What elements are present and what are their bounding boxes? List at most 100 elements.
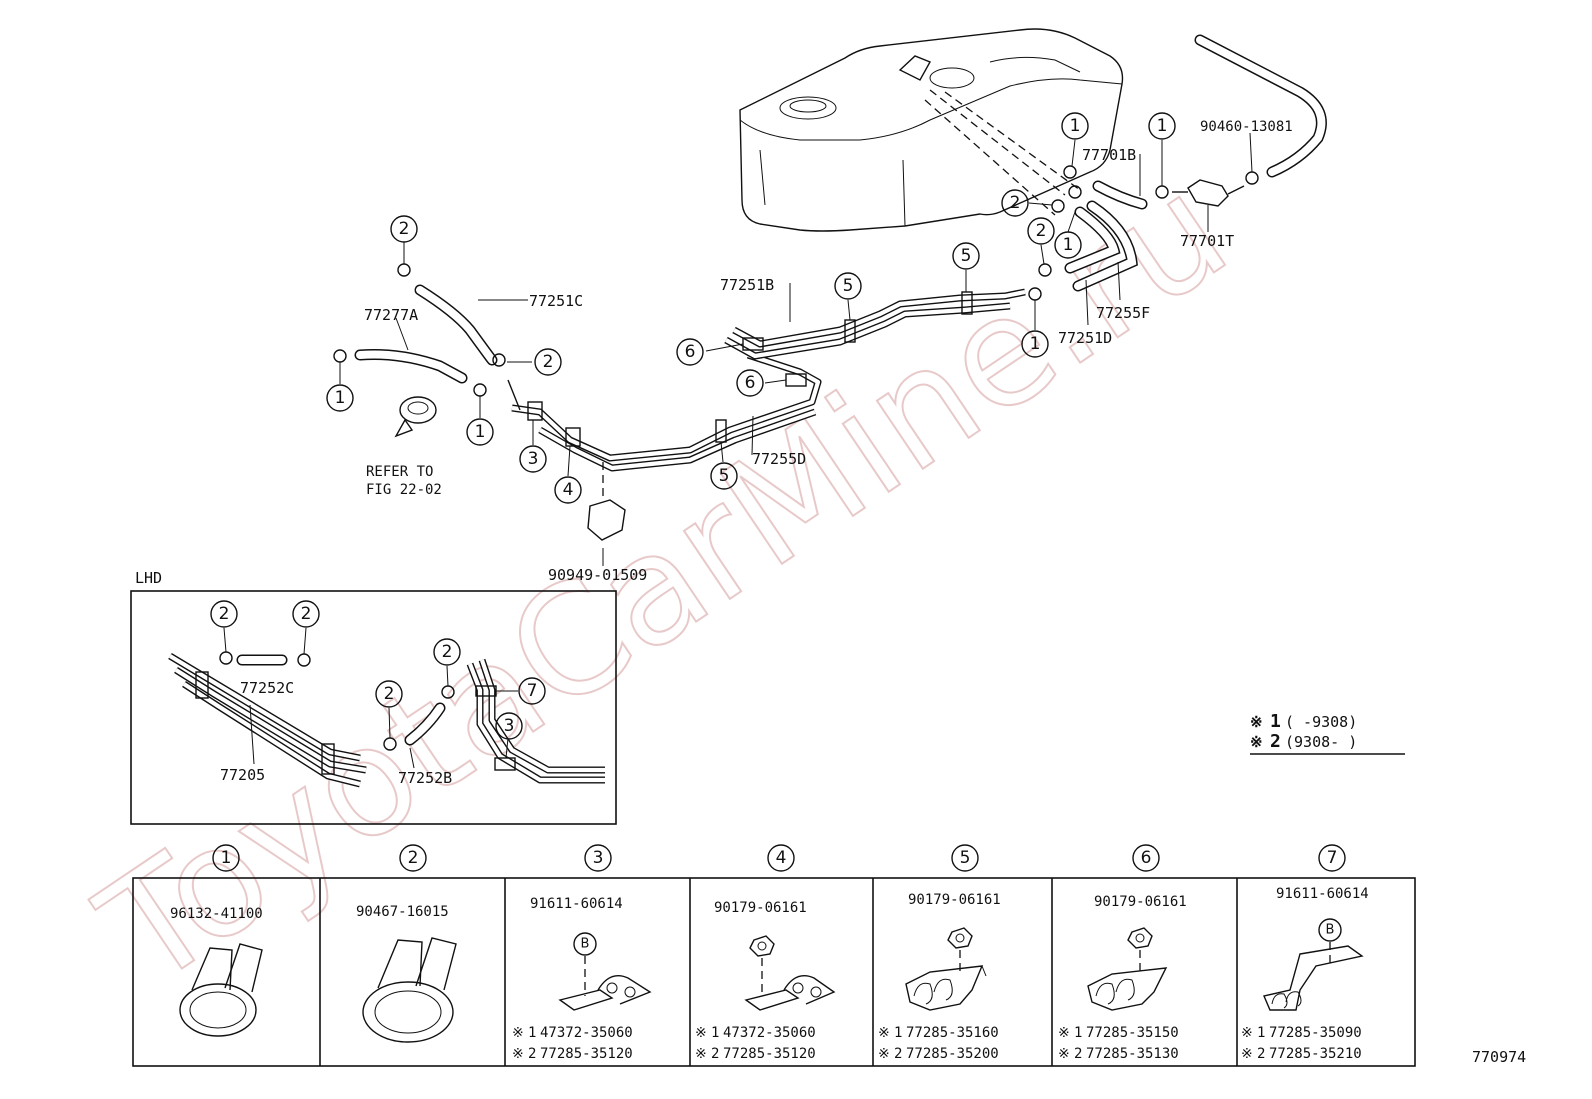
refer-note-line1: REFER TO: [366, 464, 433, 480]
legend-3-part: 91611-60614: [530, 896, 623, 912]
svg-text:2: 2: [408, 848, 419, 868]
bolt-b-icon: B: [1318, 918, 1342, 964]
svg-text:1: 1: [894, 1025, 902, 1041]
callout-1[interactable]: 1: [466, 418, 494, 446]
svg-text:B: B: [1326, 923, 1335, 938]
callout-2[interactable]: 2: [534, 348, 562, 376]
legend-7-v1: 77285-35090: [1269, 1025, 1362, 1041]
svg-text:6: 6: [1141, 848, 1152, 868]
svg-text:3: 3: [528, 449, 539, 469]
svg-text:1: 1: [1270, 711, 1281, 732]
svg-text:1: 1: [1257, 1025, 1265, 1041]
callout-3[interactable]: 3: [495, 712, 523, 740]
callout-6[interactable]: 6: [736, 369, 764, 397]
bracket-clamp-icon: [1263, 945, 1364, 1011]
nut-icon: [947, 927, 973, 972]
svg-text:2: 2: [894, 1046, 902, 1062]
legend-callout-2[interactable]: 2: [399, 844, 427, 872]
pipe-clamp-icon: [744, 975, 836, 1011]
pipe-clamp-icon: [558, 975, 652, 1011]
svg-text:2: 2: [1074, 1046, 1082, 1062]
svg-text:1: 1: [1030, 334, 1041, 354]
svg-text:5: 5: [961, 246, 972, 266]
svg-text:※: ※: [1241, 1025, 1253, 1041]
parts-legend-table: 1 2 3 4 5 6 7 96132-41100 90467-16015 91…: [132, 844, 1416, 1067]
svg-text:※: ※: [512, 1025, 524, 1041]
legend-callout-1[interactable]: 1: [212, 844, 240, 872]
callout-1[interactable]: 1: [1054, 231, 1082, 259]
callout-2[interactable]: 2: [433, 638, 461, 666]
callout-1[interactable]: 1: [326, 384, 354, 412]
callout-1[interactable]: 1: [1021, 330, 1049, 358]
legend-5-v2: 77285-35200: [906, 1046, 999, 1062]
legend-6-part: 90179-06161: [1094, 894, 1187, 910]
label-77255F: 77255F: [1096, 304, 1150, 322]
legend-3-v2: 77285-35120: [540, 1046, 633, 1062]
callout-6[interactable]: 6: [676, 338, 704, 366]
callout-2[interactable]: 2: [375, 680, 403, 708]
callout-2[interactable]: 2: [292, 600, 320, 628]
legend-2-part: 90467-16015: [356, 904, 449, 920]
legend-callout-4[interactable]: 4: [767, 844, 795, 872]
label-77255D: 77255D: [752, 450, 806, 468]
hose-clamp-icon: [179, 943, 263, 1037]
hose-clamp-icon: [362, 937, 457, 1043]
callouts-main: 2 2 1 1 3 4 5 6 6 5 5 1 1 2 2 1 1: [326, 112, 1176, 504]
svg-text:※: ※: [1250, 713, 1263, 731]
callout-2[interactable]: 2: [390, 215, 418, 243]
callout-3[interactable]: 3: [519, 445, 547, 473]
svg-text:※: ※: [878, 1025, 890, 1041]
variant-legend: ※ 1 ( -9308) ※ 2 (9308- ): [1250, 711, 1405, 755]
svg-text:3: 3: [504, 716, 515, 736]
svg-text:2: 2: [1036, 221, 1047, 241]
callout-5[interactable]: 5: [710, 462, 738, 490]
nut-icon: [1127, 927, 1153, 972]
legend-4-v2: 77285-35120: [723, 1046, 816, 1062]
svg-text:1: 1: [528, 1025, 536, 1041]
svg-text:5: 5: [960, 848, 971, 868]
callout-1[interactable]: 1: [1061, 112, 1089, 140]
svg-text:4: 4: [563, 480, 574, 500]
label-77701T: 77701T: [1180, 232, 1234, 250]
legend-7-v2: 77285-35210: [1269, 1046, 1362, 1062]
callout-1[interactable]: 1: [1148, 112, 1176, 140]
legend-callout-7[interactable]: 7: [1318, 844, 1346, 872]
lhd-inset: LHD 2 2 2 2: [130, 569, 617, 825]
svg-text:※: ※: [512, 1046, 524, 1062]
svg-text:2: 2: [528, 1046, 536, 1062]
svg-text:B: B: [581, 937, 590, 952]
label-77252B: 77252B: [398, 769, 452, 787]
callout-2[interactable]: 2: [1001, 189, 1029, 217]
leader-lines: [339, 132, 1253, 566]
svg-text:2: 2: [301, 604, 312, 624]
svg-text:2: 2: [399, 219, 410, 239]
svg-text:3: 3: [593, 848, 604, 868]
legend-4-part: 90179-06161: [714, 900, 807, 916]
bolt-b-icon: B: [573, 932, 597, 996]
svg-text:※: ※: [1058, 1046, 1070, 1062]
callout-5[interactable]: 5: [834, 272, 862, 300]
svg-text:4: 4: [776, 848, 787, 868]
callout-2[interactable]: 2: [210, 600, 238, 628]
svg-text:2: 2: [384, 684, 395, 704]
legend-1-part: 96132-41100: [170, 906, 263, 922]
svg-text:2: 2: [1257, 1046, 1265, 1062]
label-90949-01509: 90949-01509: [548, 566, 647, 584]
legend-callout-5[interactable]: 5: [951, 844, 979, 872]
legend-callout-3[interactable]: 3: [584, 844, 612, 872]
callout-4[interactable]: 4: [554, 476, 582, 504]
watermark: ToyotaCarMine.ru: [72, 143, 1256, 1021]
svg-text:1: 1: [1070, 116, 1081, 136]
legend-callout-6[interactable]: 6: [1132, 844, 1160, 872]
callout-2[interactable]: 2: [1027, 217, 1055, 245]
label-77701B: 77701B: [1082, 146, 1136, 164]
callout-7[interactable]: 7: [518, 677, 546, 705]
svg-text:※: ※: [1241, 1046, 1253, 1062]
svg-text:※: ※: [1250, 733, 1263, 751]
svg-text:1: 1: [1074, 1025, 1082, 1041]
svg-text:5: 5: [843, 276, 854, 296]
fuel-tank: [739, 28, 1124, 232]
label-77205: 77205: [220, 766, 265, 784]
callout-5[interactable]: 5: [952, 242, 980, 270]
